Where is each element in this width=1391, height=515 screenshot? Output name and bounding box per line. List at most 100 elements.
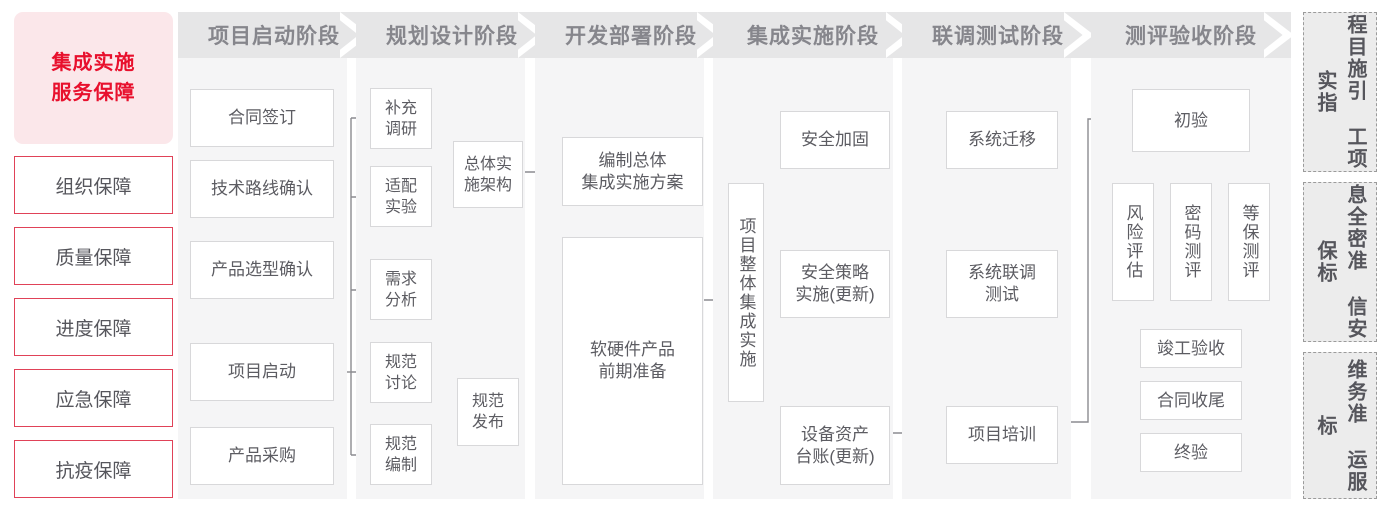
node-supplementary-survey[interactable]: 补充 调研 [370,88,432,149]
left-rail-title-text: 集成实施 服务保障 [52,48,136,108]
node-label-line1: 编制总体 [598,150,667,170]
node-label-line2: 编制 [384,456,417,474]
node-label-line2: 施架构 [463,176,512,194]
node-label: 风险评估 [1123,204,1143,280]
node-label-line2: 分析 [384,291,417,309]
node-label-line1: 规范 [384,353,417,371]
node-final-acceptance[interactable]: 终验 [1140,433,1242,472]
node-label-line1: 安全策略 [800,263,869,282]
node-spec-discussion[interactable]: 规范 讨论 [370,342,432,403]
node-cryptography-evaluation[interactable]: 密码测评 [1170,183,1212,301]
node-security-policy-implementation[interactable]: 安全策略 实施(更新) [780,250,890,318]
node-label: 密码测评 [1181,204,1201,280]
node-label: 初验 [1174,110,1208,130]
node-label: 系统迁移 [968,130,1036,149]
node-preliminary-acceptance[interactable]: 初验 [1132,89,1250,152]
node-equipment-asset-ledger[interactable]: 设备资产 台账(更新) [780,406,890,485]
guarantee-item-schedule[interactable]: 进度保障 [14,298,173,356]
phase-header-label: 开发部署阶段 [565,25,697,48]
left-rail-title-line1: 集成实施 [51,52,136,74]
standard-ops-service[interactable]: 维务准 运服标 [1303,352,1377,499]
node-security-hardening[interactable]: 安全加固 [780,111,890,169]
standard-label: 息全密准 信安保标 [1310,183,1370,341]
guarantee-item-label: 进度保障 [55,318,132,340]
standard-label-col-right: 维务准 [1344,358,1366,425]
node-label: 产品选型确认 [211,260,313,279]
node-overall-project-integration[interactable]: 项目整体集成实施 [728,183,764,402]
node-label: 技术路线确认 [211,179,313,198]
standard-label-col-left: 运服标 [1314,414,1366,493]
standard-label-col-right: 程目施引 [1344,14,1366,102]
phase-header-3: 开发部署阶段 [535,12,727,58]
node-product-purchase[interactable]: 产品采购 [190,427,334,485]
node-label: 项目培训 [968,425,1036,444]
node-label: 项目启动 [228,362,296,381]
phase-header-6: 测评验收阶段 [1091,12,1291,58]
node-overall-implementation-architecture[interactable]: 总体实 施架构 [453,141,523,208]
node-hardware-software-preparation[interactable]: 软硬件产品 前期准备 [562,237,703,485]
standard-label-col-right: 息全密准 [1344,184,1366,272]
standard-label-col-left: 工项实指 [1314,70,1366,170]
node-system-migration[interactable]: 系统迁移 [946,111,1058,169]
phase-header-5: 联调测试阶段 [902,12,1094,58]
standard-engineering-project-guide[interactable]: 程目施引 工项实指 [1303,12,1377,172]
node-risk-assessment[interactable]: 风险评估 [1112,183,1154,301]
phase-header-1: 项目启动阶段 [178,12,370,58]
node-label-line2: 实施(更新) [795,285,875,304]
node-label-line2: 讨论 [384,374,417,392]
node-product-selection-confirm[interactable]: 产品选型确认 [190,241,334,299]
node-label-line1: 需求 [384,270,417,288]
node-label: 安全加固 [801,130,869,149]
node-completion-acceptance[interactable]: 竣工验收 [1140,329,1242,368]
node-label: 终验 [1174,442,1208,462]
node-label-line2: 实验 [384,198,417,216]
node-classified-protection-evaluation[interactable]: 等保测评 [1228,183,1270,301]
phase-header-2: 规划设计阶段 [356,12,548,58]
standard-label: 程目施引 工项实指 [1310,13,1370,171]
guarantee-item-label: 质量保障 [55,247,132,269]
guarantee-item-label: 抗疫保障 [55,460,132,482]
node-label-line1: 适配 [384,177,417,195]
node-label: 项目整体集成实施 [736,216,756,369]
node-label-line2: 前期准备 [598,362,667,381]
node-label-line1: 规范 [384,435,417,453]
guarantee-item-organization[interactable]: 组织保障 [14,156,173,214]
standard-infosec-confidentiality[interactable]: 息全密准 信安保标 [1303,182,1377,342]
guarantee-item-epidemic[interactable]: 抗疫保障 [14,440,173,498]
node-label: 产品采购 [228,446,296,465]
node-label-line2: 集成实施方案 [581,172,684,192]
node-system-joint-debug-test[interactable]: 系统联调 测试 [946,250,1058,318]
node-label-line1: 设备资产 [800,424,869,444]
node-label: 竣工验收 [1157,338,1225,358]
node-spec-release[interactable]: 规范 发布 [457,378,519,446]
node-adaptation-experiment[interactable]: 适配 实验 [370,166,432,227]
phase-header-label: 集成实施阶段 [747,25,879,48]
node-contract-signing[interactable]: 合同签订 [190,89,334,147]
phase-header-label: 联调测试阶段 [932,25,1064,48]
node-label-line2: 台账(更新) [795,446,875,466]
node-label-line2: 调研 [384,120,417,138]
node-spec-drafting[interactable]: 规范 编制 [370,424,432,485]
guarantee-item-label: 组织保障 [55,176,132,198]
node-label: 合同收尾 [1157,390,1225,410]
node-label: 合同签订 [228,108,296,127]
left-rail-title: 集成实施 服务保障 [14,12,173,144]
node-project-kickoff[interactable]: 项目启动 [190,343,334,401]
node-project-training[interactable]: 项目培训 [946,406,1058,464]
node-draft-overall-integration-plan[interactable]: 编制总体 集成实施方案 [562,137,703,206]
node-label: 等保测评 [1239,204,1259,280]
node-label-line1: 规范 [471,393,504,410]
node-requirement-analysis[interactable]: 需求 分析 [370,259,432,320]
phase-header-4: 集成实施阶段 [713,12,913,58]
node-tech-route-confirm[interactable]: 技术路线确认 [190,160,334,218]
node-label-line1: 补充 [384,99,417,117]
phase-header-label: 规划设计阶段 [386,25,518,48]
standard-label: 维务准 运服标 [1310,353,1370,498]
guarantee-item-emergency[interactable]: 应急保障 [14,369,173,427]
guarantee-item-quality[interactable]: 质量保障 [14,227,173,285]
guarantee-item-label: 应急保障 [55,389,132,411]
phase-header-label: 测评验收阶段 [1125,25,1257,48]
node-contract-closure[interactable]: 合同收尾 [1140,381,1242,420]
standard-label-col-left: 信安保标 [1314,240,1366,340]
